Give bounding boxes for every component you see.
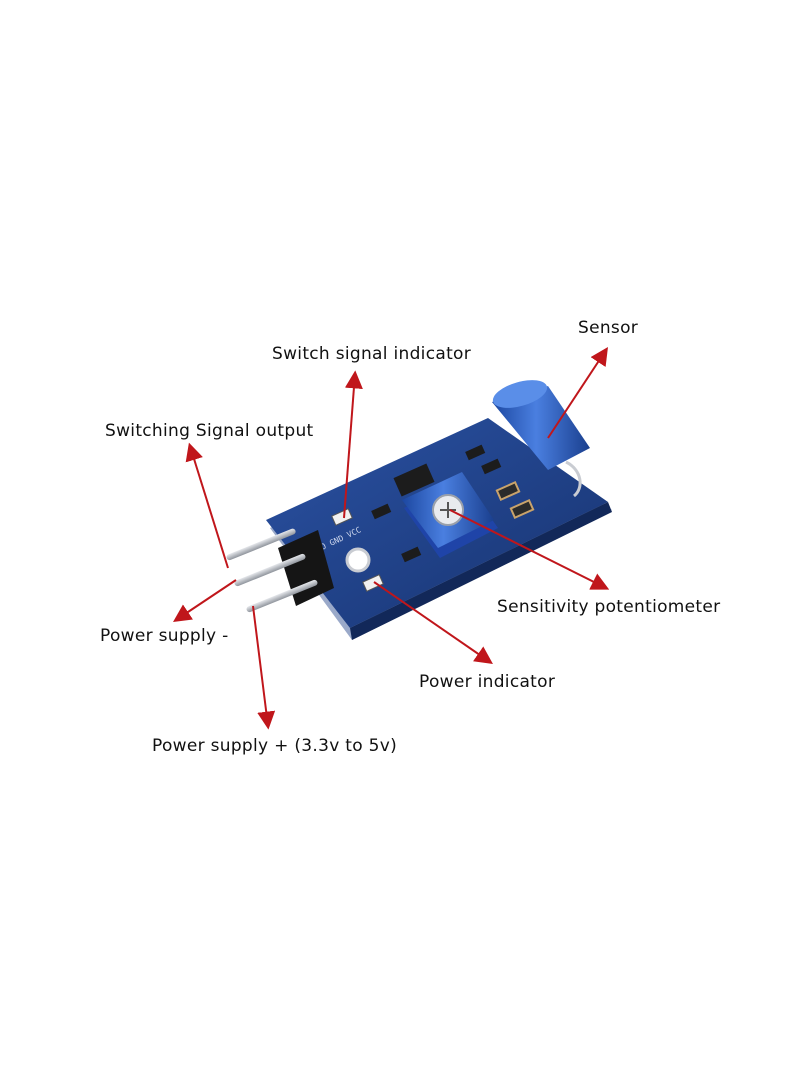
label-sensor: Sensor — [578, 318, 639, 338]
label-power-supply-plus: Power supply + (3.3v to 5v) — [152, 736, 398, 756]
header-pins — [226, 528, 334, 613]
callout-arrows — [173, 346, 610, 730]
arrow-switching-signal-output — [185, 442, 229, 569]
switch-signal-led — [331, 508, 353, 526]
comparator-chip — [393, 463, 435, 497]
resistor — [371, 503, 392, 520]
arrow-sensor — [547, 346, 608, 439]
arrow-switch-signal-indicator — [343, 370, 363, 519]
label-switching-signal-output: Switching Signal output — [105, 421, 314, 441]
arrow-power-indicator — [373, 581, 493, 665]
pin-vcc — [246, 579, 318, 613]
resistor — [465, 444, 486, 461]
potentiometer — [402, 472, 498, 558]
pin-do — [226, 528, 296, 561]
smd-components — [331, 444, 535, 592]
arrow-sensitivity-potentiometer — [449, 509, 610, 590]
tilt-sensor — [492, 380, 590, 498]
label-sensitivity-potentiometer: Sensitivity potentiometer — [497, 597, 721, 617]
arrow-power-supply-plus — [252, 605, 276, 730]
capacitor — [509, 499, 535, 519]
label-power-indicator: Power indicator — [419, 672, 556, 692]
resistor — [401, 546, 422, 563]
mounting-hole — [345, 547, 371, 573]
pin-gnd — [234, 553, 306, 587]
arrow-power-supply-minus — [173, 579, 237, 622]
label-switch-signal-indicator: Switch signal indicator — [272, 344, 472, 364]
label-power-supply-minus: Power supply - — [100, 626, 229, 646]
resistor — [481, 458, 502, 475]
power-led — [362, 574, 384, 592]
capacitor — [495, 481, 521, 501]
